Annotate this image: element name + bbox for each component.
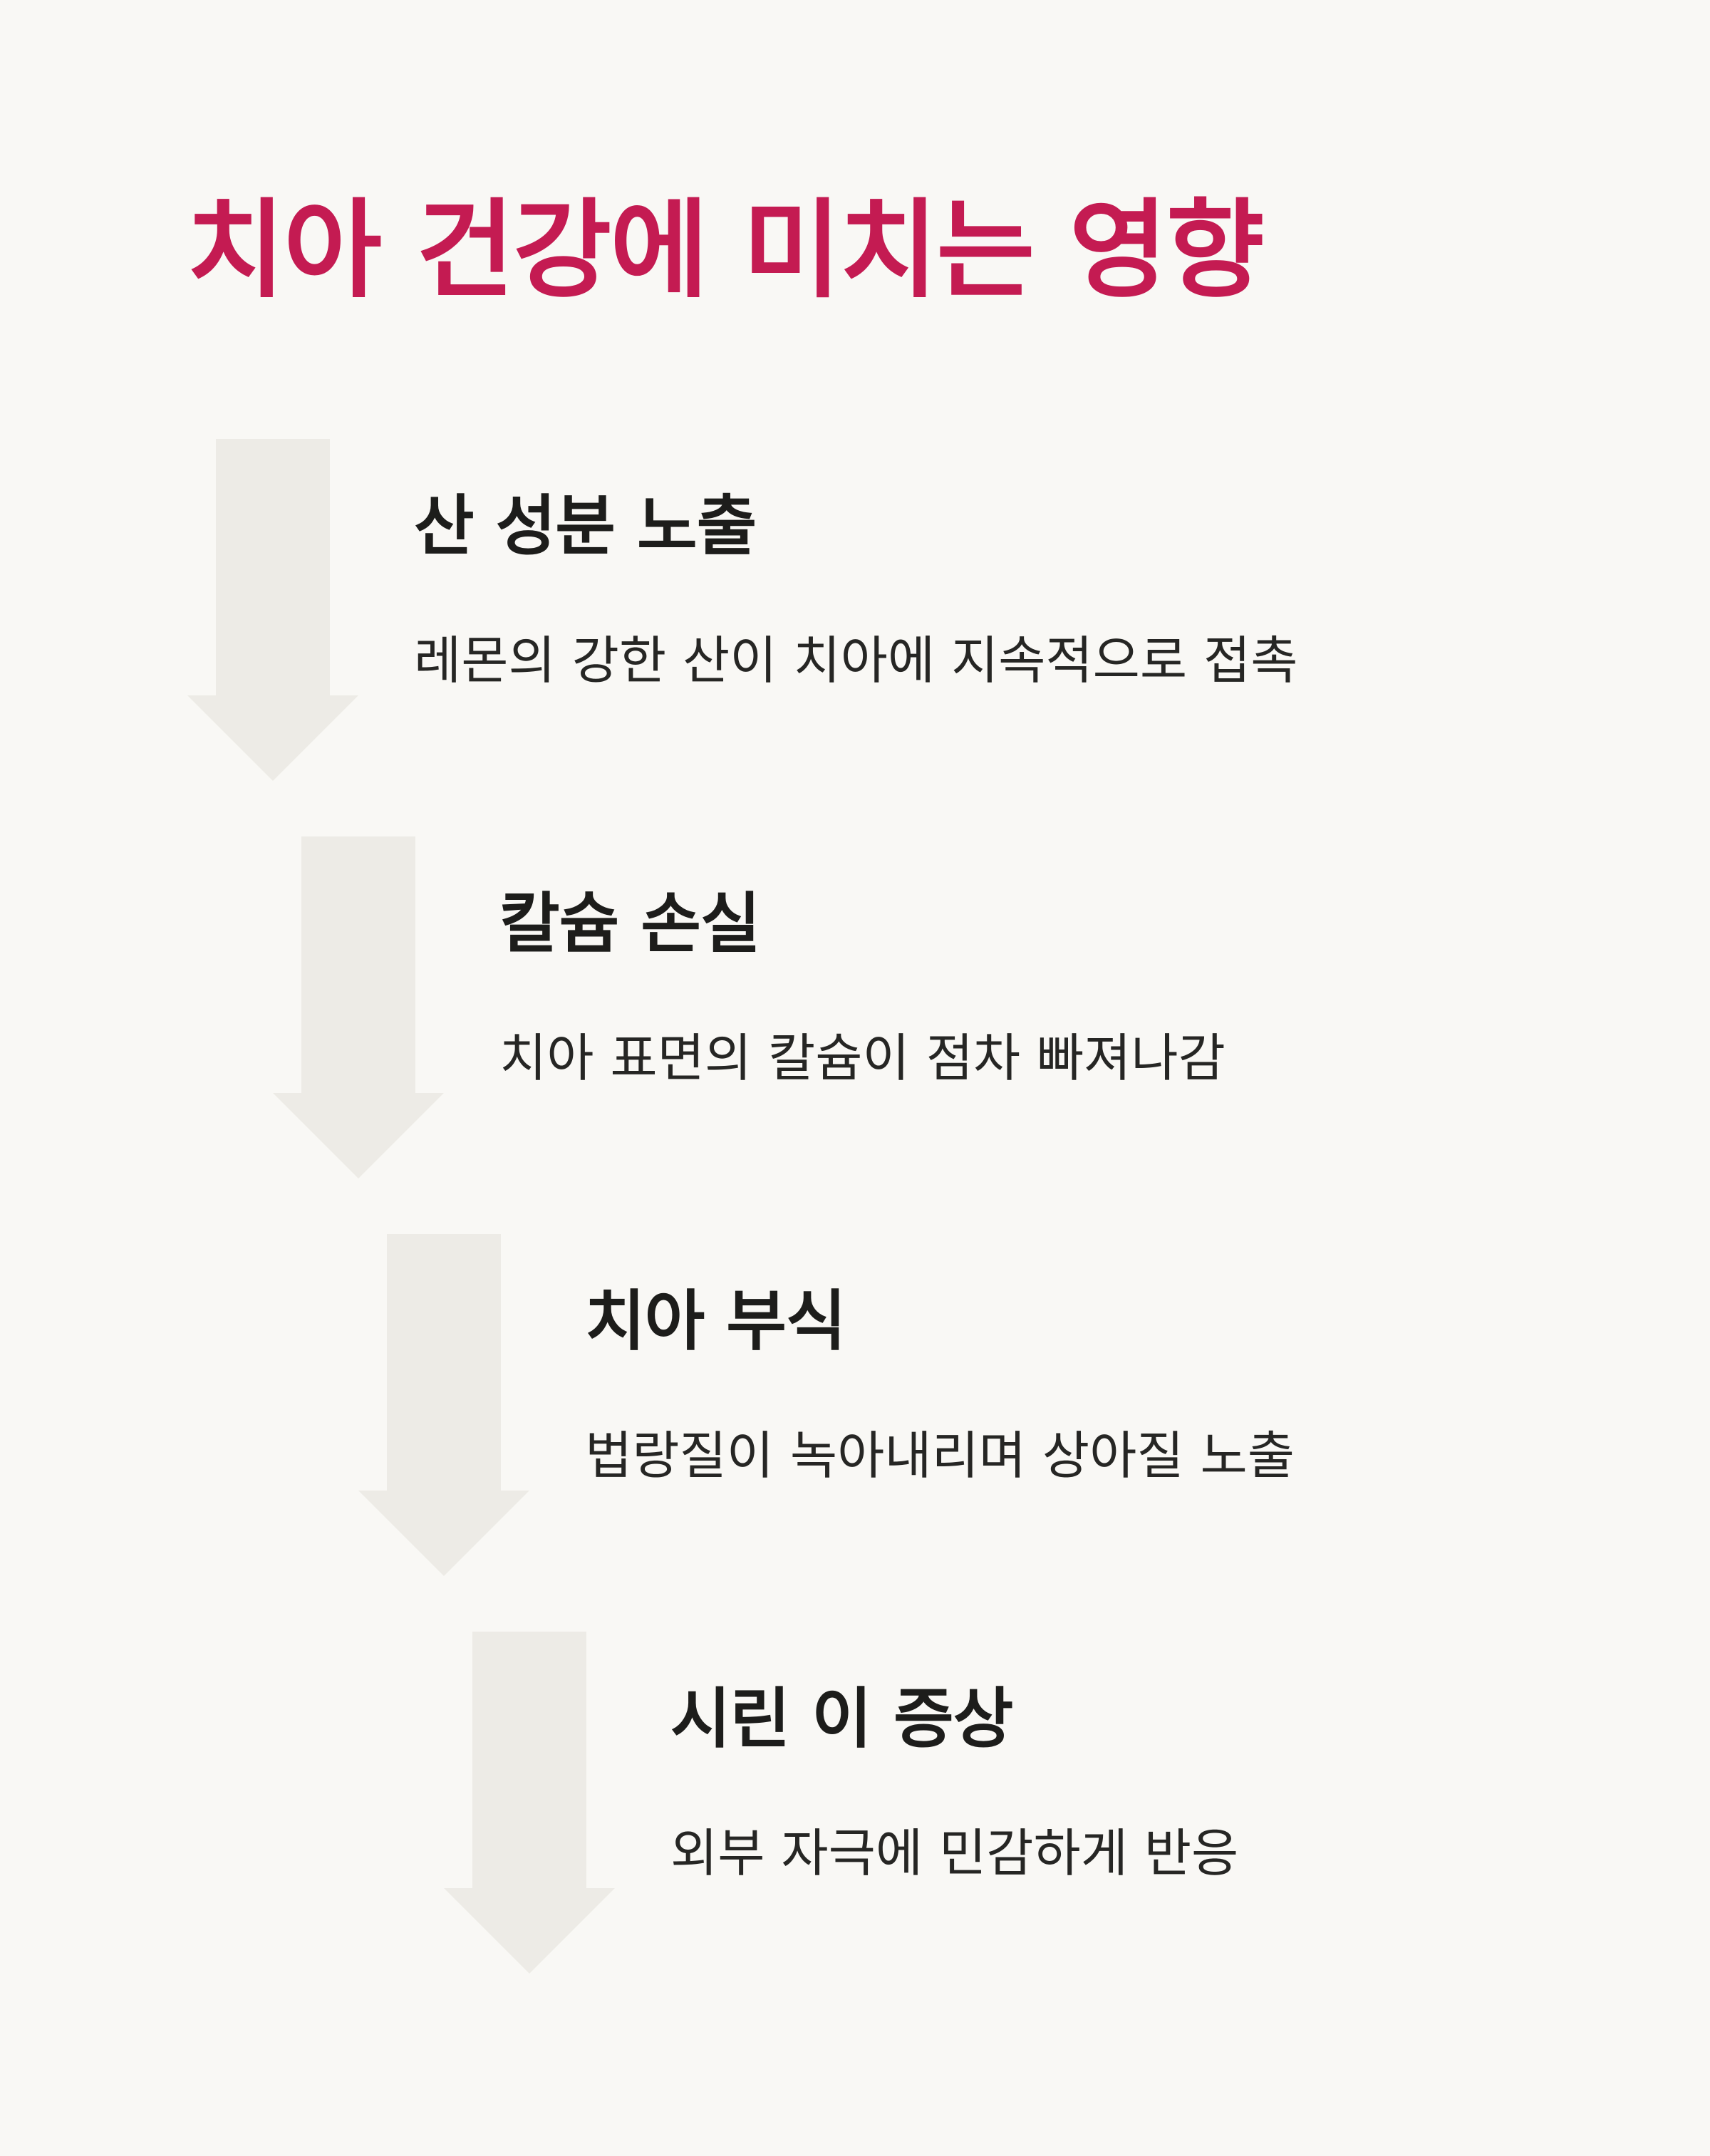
step-description: 법랑질이 녹아내리며 상아질 노출 — [585, 1426, 1295, 1486]
step-description: 외부 자극에 민감하게 반응 — [670, 1823, 1239, 1883]
flow-step-sensitivity: 시린 이 증상 외부 자극에 민감하게 반응 — [444, 1632, 1710, 1974]
down-arrow-icon — [358, 1234, 529, 1576]
step-description: 치아 표면의 칼슘이 점차 빠져나감 — [499, 1028, 1226, 1088]
flow-step-calcium-loss: 칼슘 손실 치아 표면의 칼슘이 점차 빠져나감 — [273, 836, 1627, 1178]
step-heading: 칼슘 손실 — [499, 886, 761, 962]
flow-step-acid-exposure: 산 성분 노출 레몬의 강한 산이 치아에 지속적으로 접촉 — [187, 439, 1541, 781]
page-title: 치아 건강에 미치는 영향 — [187, 189, 1265, 313]
step-heading: 산 성분 노출 — [414, 488, 757, 564]
flow-step-tooth-erosion: 치아 부식 법랑질이 녹아내리며 상아질 노출 — [358, 1234, 1710, 1576]
down-arrow-icon — [187, 439, 358, 781]
step-heading: 시린 이 증상 — [670, 1681, 1013, 1757]
down-arrow-icon — [444, 1632, 615, 1974]
down-arrow-icon — [273, 836, 444, 1178]
step-description: 레몬의 강한 산이 치아에 지속적으로 접촉 — [414, 631, 1298, 690]
step-heading: 치아 부식 — [585, 1283, 846, 1359]
